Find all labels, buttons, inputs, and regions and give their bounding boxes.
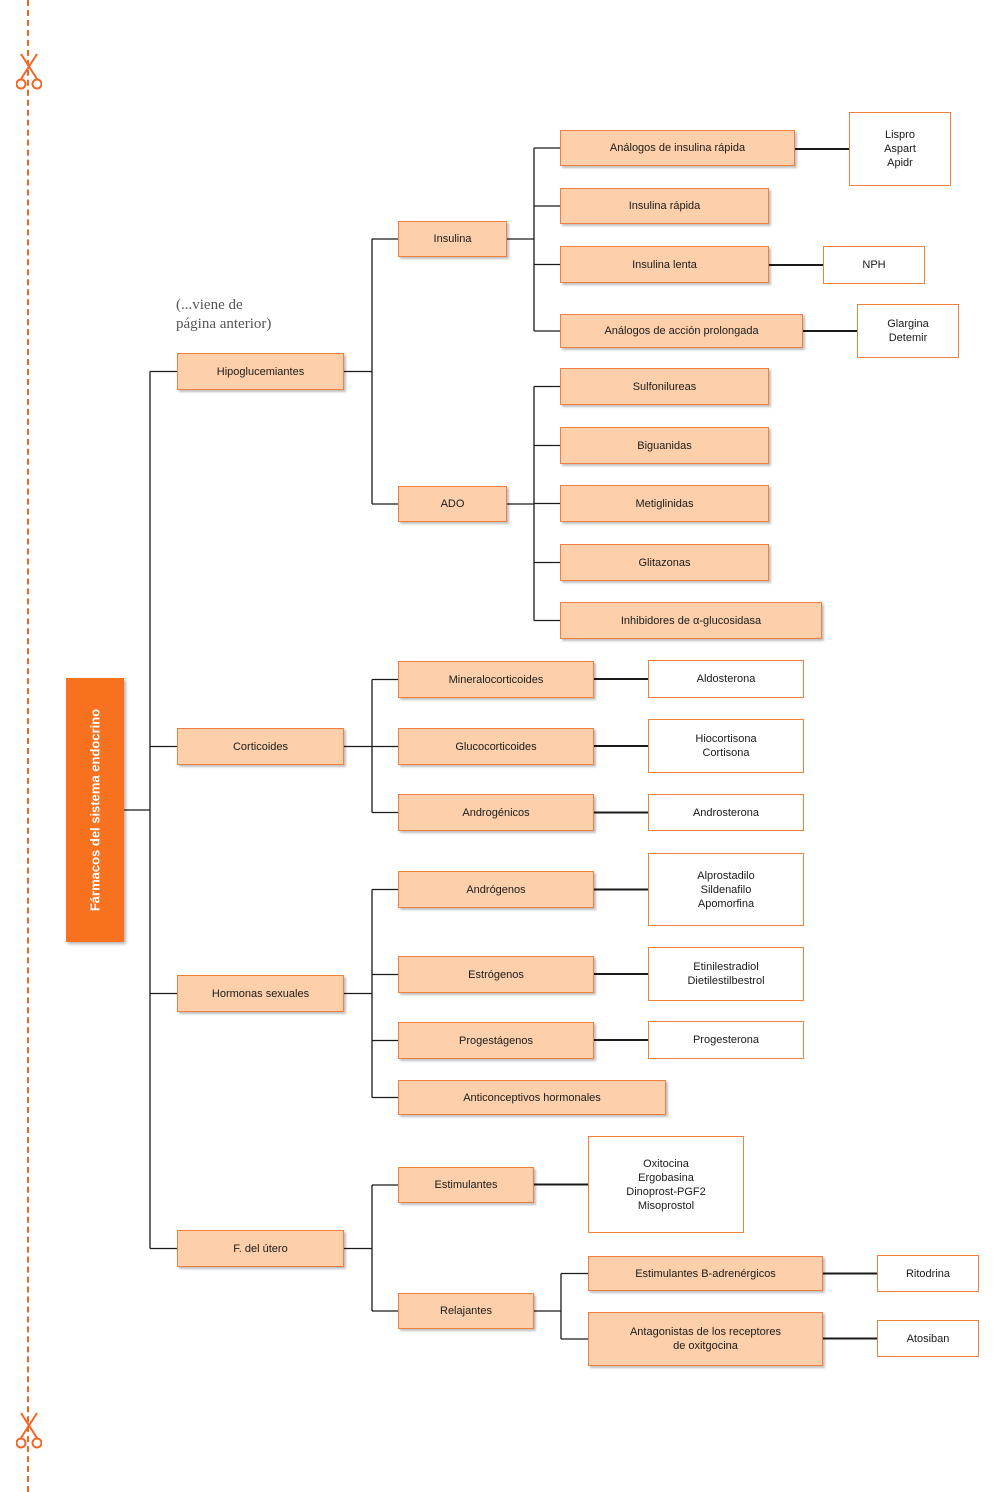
node-f-utero: F. del útero xyxy=(177,1230,344,1267)
node-analogos-insulina-rapida: Análogos de insulina rápida xyxy=(560,130,795,166)
examples-b-adrenergicos: Ritodrina xyxy=(877,1255,979,1292)
node-androgenos: Andrógenos xyxy=(398,871,594,908)
examples-analogos-prolongada: Glargina Detemir xyxy=(857,304,959,358)
node-insulina: Insulina xyxy=(398,221,507,257)
scissors-icon xyxy=(16,1412,42,1449)
node-androgenicos: Androgénicos xyxy=(398,794,594,831)
scissors-icon xyxy=(16,53,42,90)
examples-antagonistas: Atosiban xyxy=(877,1320,979,1357)
node-estimulantes: Estimulantes xyxy=(398,1167,534,1203)
node-insulina-lenta: Insulina lenta xyxy=(560,246,769,283)
node-glucocorticoides: Glucocorticoides xyxy=(398,728,594,765)
node-estrogenos: Estrógenos xyxy=(398,956,594,993)
node-corticoides: Corticoides xyxy=(177,728,344,765)
node-anticonceptivos-hormonales: Anticonceptivos hormonales xyxy=(398,1080,666,1115)
examples-insulina-lenta: NPH xyxy=(823,246,925,284)
node-estimulantes-b-adrenergicos: Estimulantes B-adrenérgicos xyxy=(588,1256,823,1291)
node-progestagenos: Progestágenos xyxy=(398,1022,594,1059)
node-hormonas-sexuales: Hormonas sexuales xyxy=(177,975,344,1012)
examples-glucocorticoides: Hiocortisona Cortisona xyxy=(648,719,804,773)
node-glitazonas: Glitazonas xyxy=(560,544,769,581)
node-analogos-accion-prolongada: Análogos de acción prolongada xyxy=(560,314,803,348)
examples-estrogenos: Etinilestradiol Dietilestilbestrol xyxy=(648,947,804,1001)
node-inhibidores-alfa-glucosidasa: Inhibidores de α-glucosidasa xyxy=(560,602,822,639)
examples-analogos-rapida: Lispro Aspart Apidr xyxy=(849,112,951,186)
node-antagonistas-receptores-oxitocina: Antagonistas de los receptores de oxitgo… xyxy=(588,1312,823,1366)
node-mineralocorticoides: Mineralocorticoides xyxy=(398,661,594,698)
node-ado: ADO xyxy=(398,486,507,522)
node-hipoglucemiantes: Hipoglucemiantes xyxy=(177,353,344,390)
node-relajantes: Relajantes xyxy=(398,1293,534,1329)
examples-estimulantes: Oxitocina Ergobasina Dinoprost-PGF2 Miso… xyxy=(588,1136,744,1233)
node-sulfonilureas: Sulfonilureas xyxy=(560,368,769,405)
node-insulina-rapida: Insulina rápida xyxy=(560,188,769,224)
examples-androgenos: Alprostadilo Sildenafilo Apomorfina xyxy=(648,853,804,926)
root-label: Fármacos del sistema endocrino xyxy=(87,708,103,912)
examples-progestagenos: Progesterona xyxy=(648,1021,804,1059)
examples-androgenicos: Androsterona xyxy=(648,794,804,831)
root-node: Fármacos del sistema endocrino xyxy=(66,678,124,942)
node-metiglinidas: Metiglinidas xyxy=(560,485,769,522)
examples-mineralocorticoides: Aldosterona xyxy=(648,660,804,698)
continuation-note: (...viene de página anterior) xyxy=(176,297,272,332)
cut-line xyxy=(27,0,29,1492)
node-biguanidas: Biguanidas xyxy=(560,427,769,464)
